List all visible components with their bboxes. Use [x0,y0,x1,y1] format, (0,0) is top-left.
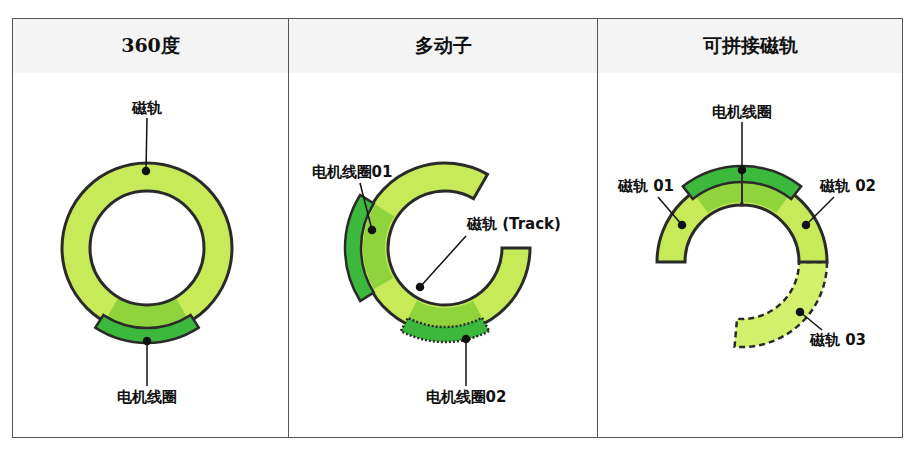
leader-line [146,118,147,171]
track-shapes [62,163,827,347]
header-band: 可拼接磁轨 [598,19,902,73]
leader-dot [797,309,804,316]
leader-line [741,122,743,170]
callout-label: 磁轨 (Track) [467,215,561,233]
panel-title: 多动子 [415,33,472,59]
magnetic-track [62,163,232,333]
leader-line [420,236,466,287]
panel-title: 可拼接磁轨 [703,33,798,59]
motor-coil [401,318,489,342]
magnetic-track [360,163,530,333]
panel: 可拼接磁轨 [597,18,903,438]
callout-label: 磁轨 01 [618,177,674,195]
callout-label: 电机线圈 [117,388,177,406]
leader-line [465,339,467,386]
motor-coil [345,195,374,301]
callout-label: 磁轨 [132,99,162,117]
leader-line [800,312,822,330]
leader-line [360,183,372,230]
leader-dot [679,222,686,229]
leader-line [146,341,148,386]
header-band: 360度 [13,19,288,73]
leader-dot [417,284,424,291]
track-hole [90,191,204,305]
leader-lines [143,118,835,386]
header-band: 多动子 [289,19,597,73]
callout-label: 磁轨 02 [820,177,876,195]
callout-label: 电机线圈 [712,103,772,121]
leader-line [658,197,682,225]
leader-dot [463,336,470,343]
callout-label: 电机线圈02 [426,388,507,406]
leader-dot [369,227,376,234]
leader-dot [144,338,151,345]
leader-line [806,197,834,225]
leader-dot [739,167,746,174]
leader-dot [143,168,150,175]
callout-label: 电机线圈01 [312,163,393,181]
panel-title: 360度 [121,33,180,59]
panel: 360度 [12,18,289,438]
callout-label: 磁轨 03 [810,331,866,349]
leader-dot [803,222,810,229]
